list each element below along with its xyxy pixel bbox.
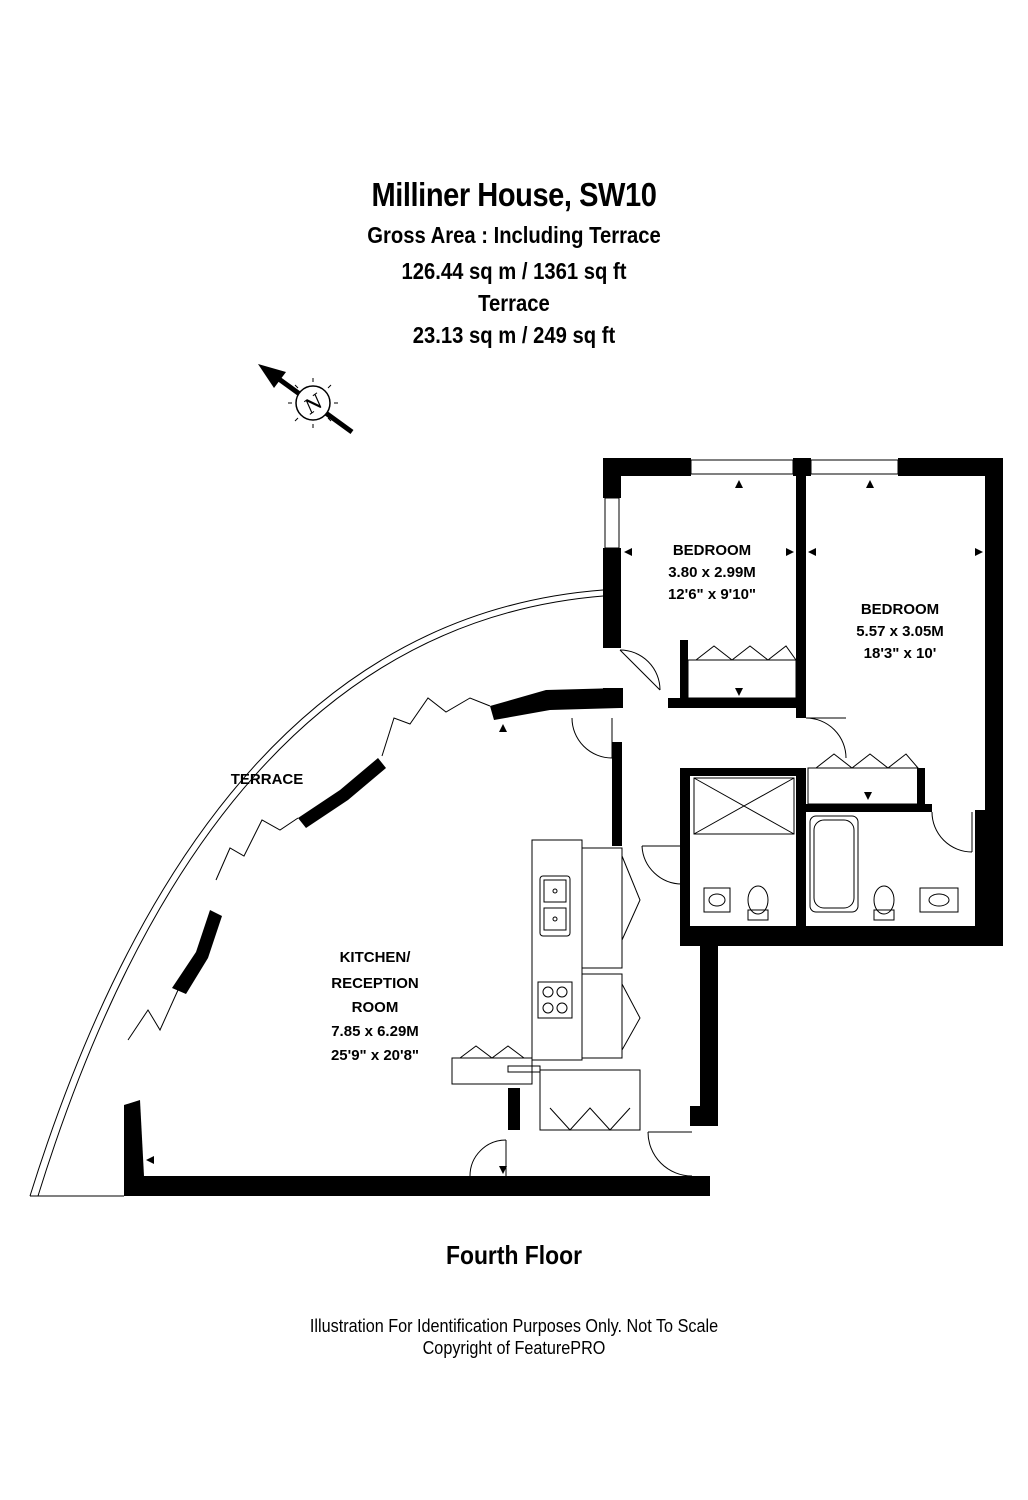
bedroom-1-name: BEDROOM bbox=[673, 542, 751, 559]
gross-area-value: 126.44 sq m / 1361 sq ft bbox=[401, 258, 627, 284]
kitchen-metric: 7.85 x 6.29M bbox=[331, 1023, 419, 1040]
terrace-outline bbox=[29, 589, 604, 1197]
dimension-markers bbox=[146, 480, 983, 1174]
kitchen-name-1: KITCHEN/ bbox=[340, 949, 412, 966]
kitchen-name-3: ROOM bbox=[352, 999, 399, 1016]
plan-title: Milliner House, SW10 bbox=[371, 176, 657, 213]
bedroom-1-imperial: 12'6" x 9'10" bbox=[668, 586, 756, 603]
fixtures bbox=[127, 645, 973, 1177]
bedroom-2-imperial: 18'3" x 10' bbox=[864, 645, 937, 662]
terrace-heading: Terrace bbox=[478, 290, 550, 316]
disclaimer: Illustration For Identification Purposes… bbox=[309, 1316, 719, 1336]
gross-area-heading: Gross Area : Including Terrace bbox=[367, 222, 661, 248]
terrace-label: TERRACE bbox=[231, 771, 304, 788]
floor-label: Fourth Floor bbox=[446, 1240, 582, 1270]
kitchen-name-2: RECEPTION bbox=[331, 975, 419, 992]
bedroom-2-metric: 5.57 x 3.05M bbox=[856, 623, 944, 640]
terrace-area-value: 23.13 sq m / 249 sq ft bbox=[412, 322, 616, 348]
bedroom-1-metric: 3.80 x 2.99M bbox=[668, 564, 756, 581]
north-arrow-icon: N bbox=[258, 364, 354, 435]
bedroom-2-name: BEDROOM bbox=[861, 601, 939, 618]
kitchen-imperial: 25'9" x 20'8" bbox=[331, 1047, 419, 1064]
room-labels: BEDROOM 3.80 x 2.99M 12'6" x 9'10" BEDRO… bbox=[231, 542, 944, 1064]
walls bbox=[124, 458, 1003, 1196]
copyright: Copyright of FeaturePRO bbox=[422, 1338, 606, 1358]
